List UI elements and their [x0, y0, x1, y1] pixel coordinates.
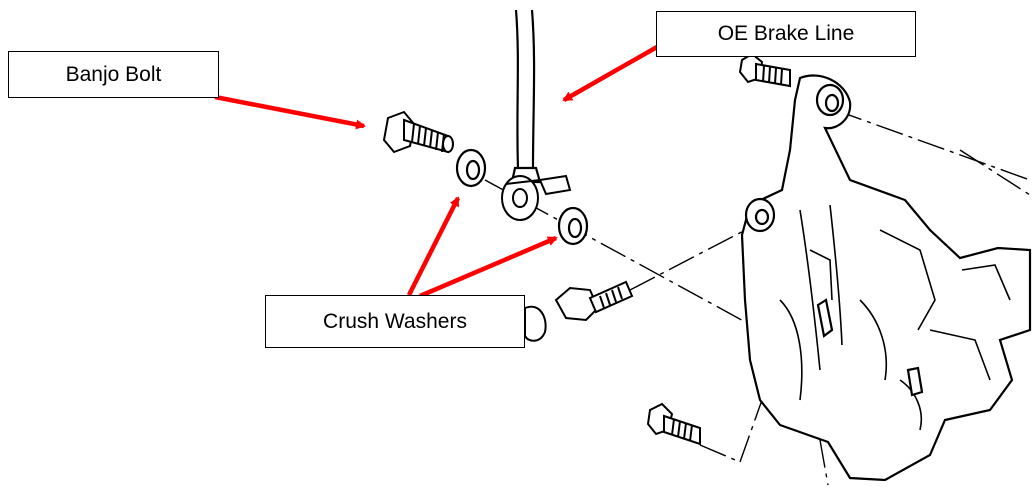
bleeder-screw — [554, 280, 634, 322]
crush-washers-callout: Crush Washers — [265, 295, 525, 348]
bleeder-cap — [524, 305, 547, 342]
crush-washer-1 — [455, 148, 487, 188]
oe-brake-line-callout: OE Brake Line — [656, 11, 916, 57]
oe-brake-line — [510, 9, 542, 184]
crush-washer-arrow-2 — [419, 235, 558, 299]
crush-washer-arrow-1 — [406, 196, 461, 297]
oe-brake-line-label: OE Brake Line — [717, 22, 855, 45]
banjo-bolt — [382, 110, 454, 154]
banjo-fitting — [501, 174, 572, 221]
brake-caliper — [740, 74, 1032, 482]
brake-line-arrow — [562, 45, 659, 102]
crush-washer-2 — [557, 206, 589, 246]
banjo-bolt-callout: Banjo Bolt — [8, 51, 219, 98]
caliper-bolt-top — [738, 52, 791, 88]
banjo-bolt-arrow — [214, 94, 366, 130]
callout-arrows — [214, 45, 659, 299]
banjo-bolt-label: Banjo Bolt — [65, 62, 162, 86]
crush-washers-label: Crush Washers — [323, 309, 467, 333]
caliper-bolt-bottom — [646, 402, 701, 446]
